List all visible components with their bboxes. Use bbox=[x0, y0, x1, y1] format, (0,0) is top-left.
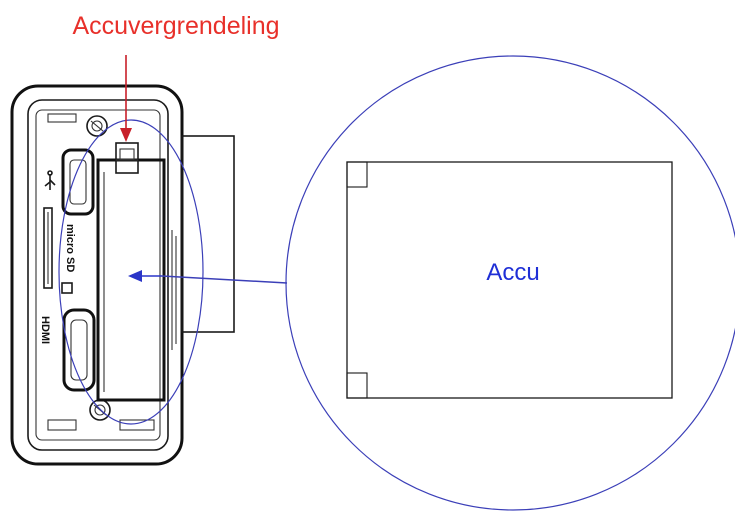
callout-connector-line bbox=[161, 275, 288, 284]
camera-device: micro SD HDMI bbox=[10, 84, 235, 466]
microsd-port-label: micro SD bbox=[64, 224, 76, 272]
battery-latch-label: Accuvergrendeling bbox=[72, 12, 279, 40]
hdmi-port-label: HDMI bbox=[39, 316, 51, 344]
top-screw-icon bbox=[86, 115, 108, 137]
device-inner-housing bbox=[27, 99, 169, 451]
battery-body bbox=[346, 161, 673, 399]
callout-arrowhead-icon bbox=[128, 270, 142, 282]
battery-latch-icon bbox=[115, 142, 139, 174]
battery-label: Accu bbox=[486, 259, 539, 286]
hdmi-port bbox=[62, 308, 96, 392]
battery-magnified: Accu bbox=[346, 161, 673, 399]
latch-arrowhead-icon bbox=[120, 128, 132, 142]
device-rear-panel bbox=[181, 135, 235, 333]
battery-corner-notch-bottom bbox=[346, 372, 368, 399]
battery-compartment bbox=[96, 158, 166, 402]
callout-group bbox=[58, 55, 735, 511]
device-inner-frame bbox=[35, 109, 161, 441]
callout-ellipse bbox=[58, 119, 204, 425]
microsd-slot bbox=[43, 207, 53, 289]
latch-callout: Accuvergrendeling bbox=[72, 12, 280, 142]
usb-port bbox=[61, 148, 95, 216]
usb-icon bbox=[44, 170, 56, 190]
battery-corner-notch-top bbox=[346, 161, 368, 188]
